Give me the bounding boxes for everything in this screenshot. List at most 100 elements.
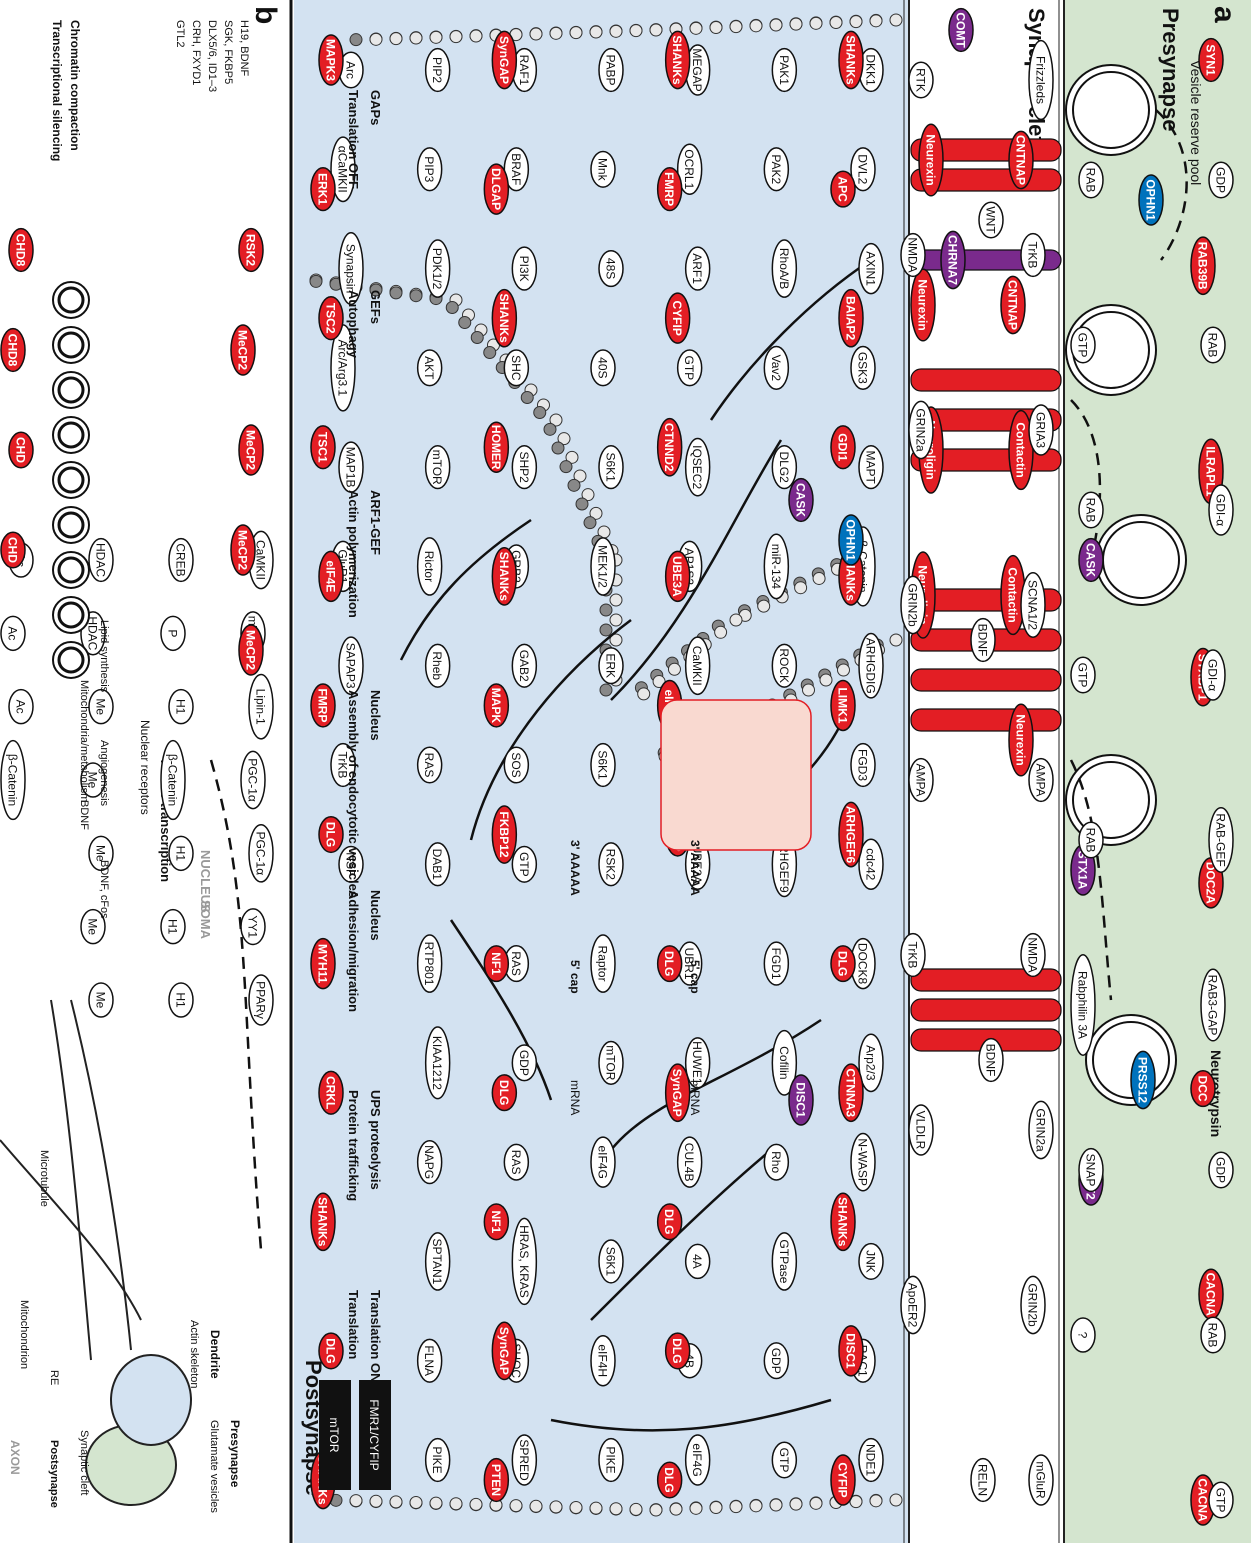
node-disc1: DISC1 [838,1325,864,1377]
node-shp2: SHP2 [511,444,538,490]
node-label: S6K1 [604,452,618,482]
node-yy1: YY1 [240,908,266,946]
mrna-label-5-cap: 5' cap [688,960,702,994]
node-cyfip: CYFIP [830,1454,856,1506]
node-label: SOS [509,752,523,777]
node-trkb: TrKB [1020,232,1046,278]
node-label: eIF4G [596,1145,610,1178]
node-sos: SOS [503,746,530,784]
node-raf1: RAF1 [511,47,538,93]
node-mtor: mTOR [424,444,451,490]
bold-label-nucleus: Nucleus [368,690,383,741]
mrna-label-3-aaaaa: 3' AAAAA [568,840,582,896]
node-label: GRIA3 [1034,412,1048,448]
node-trkb: TrKB [330,742,356,788]
node-label: PABP [604,54,618,85]
node-cacna: CACNA [1198,1268,1224,1321]
node-label: SNAP [1084,1154,1098,1187]
black-box-label: mTOR [327,1417,341,1452]
node-label: Mnk [596,158,610,182]
node-catenin: β-Catenin [0,739,26,821]
node-label: SHANKs [844,35,858,85]
node-gdp: GDP [1208,1151,1234,1189]
node-label: RAS [422,753,436,778]
node-pgc-1: PGC-1α [240,750,266,810]
node-label: AMPA [914,763,928,796]
silenced-gene-sgk-fkbp5: SGK, FKBP5 [222,20,234,84]
node-label: RSK2 [604,849,618,881]
node-arhgef6: ARHGEF6 [838,801,864,868]
node-label: Lipin-1 [254,689,268,725]
node-label: BDNF [984,1044,998,1077]
node-label: H1 [174,992,188,1008]
node-label: CREB [174,543,188,576]
node-ras: RAS [503,945,530,983]
node-label: GRIN2a [1034,1108,1048,1152]
node-h1: H1 [168,835,194,872]
node-label: PIP3 [422,156,436,182]
output-mitochondria-metabolism: Mitochondria/metabolism [78,680,90,802]
node-40s: 40S [590,349,616,387]
bold-label-gaps: GAPs [368,90,383,125]
node-label: GTP [1214,1488,1228,1513]
node-label: PGC-1α [246,758,260,802]
node-label: ILRAPL1 [1204,446,1218,496]
node-label: DOC2A [1204,862,1218,904]
node-label: PDK1/2 [430,248,444,290]
node-label: RAB-GEF [1214,813,1228,866]
node-gdp: GDP [511,1044,538,1082]
node-48s: 48S [598,250,624,288]
node-label: RAB [1084,828,1098,853]
mrna-label-3-aaaaa: 3' AAAAA [688,840,702,896]
node-label: RAS [509,951,523,976]
node-label: DLG [497,1080,511,1105]
node-label: GTP [682,356,696,381]
node-label: SHANKs [836,1197,850,1247]
node-label: DISC1 [844,1333,858,1369]
node-label: CACNA [1196,1478,1210,1522]
node-label: Rictor [422,551,436,582]
node-label: VLDLR [914,1111,928,1150]
node-cul4b: CUL4B [676,1136,703,1188]
node-label: GAB2 [517,650,531,682]
node-neurexin: Neurexin [910,268,936,342]
node-rsk2: RSK2 [598,842,624,887]
node-label: RAB [1084,498,1098,523]
bold-label-nucleus: Nucleus [368,890,383,941]
node-mglur: mGluR [1028,1454,1054,1506]
node-label: TrKB [336,752,350,779]
node-rictor: Rictor [416,537,443,596]
node-label: GDP [1214,1157,1228,1183]
node-rab: RAB [1078,161,1104,199]
node-chd8: CHD8 [8,227,34,273]
node-ac: Ac [8,688,34,725]
node-ctnna3: CTNNA3 [838,1063,864,1123]
node-label: RSK2 [244,234,258,266]
node-s6k1: S6K1 [598,444,624,490]
node-label: GTP [777,1448,791,1473]
node-label: S6K1 [604,1247,618,1277]
node-pak2: PAK2 [763,147,790,192]
bold-label-actin-polymerization: Actin polymerization [346,490,361,618]
neuron-schematic [0,999,192,1506]
bold-label-translation: Translation [346,1290,361,1359]
node-label: GTP [1076,333,1090,358]
node-grin2a: GRIN2a [1028,1100,1054,1160]
node-creb: CREB [168,537,194,583]
node-h1: H1 [160,908,186,945]
node-label: NF1 [489,952,503,975]
node-label: AMPA [1034,763,1048,796]
node-dkk1: DKK1 [858,47,884,93]
node-rheb: Rheb [424,643,451,688]
node-label: CNTNAP [1014,135,1028,185]
node-label: GTP [1076,663,1090,688]
postsynapse-schematic-label: Postsynapse [48,1440,60,1508]
node-chd: CHD [0,531,26,569]
axon-label: AXON [8,1440,22,1475]
silencing-chromatin-compaction: Chromatin compaction [68,20,82,151]
node-nmda: NMDA [1020,932,1046,978]
node-braf: BRAF [503,147,530,192]
node-label: DLG [662,951,676,976]
node-label: Contactin [1014,422,1028,477]
